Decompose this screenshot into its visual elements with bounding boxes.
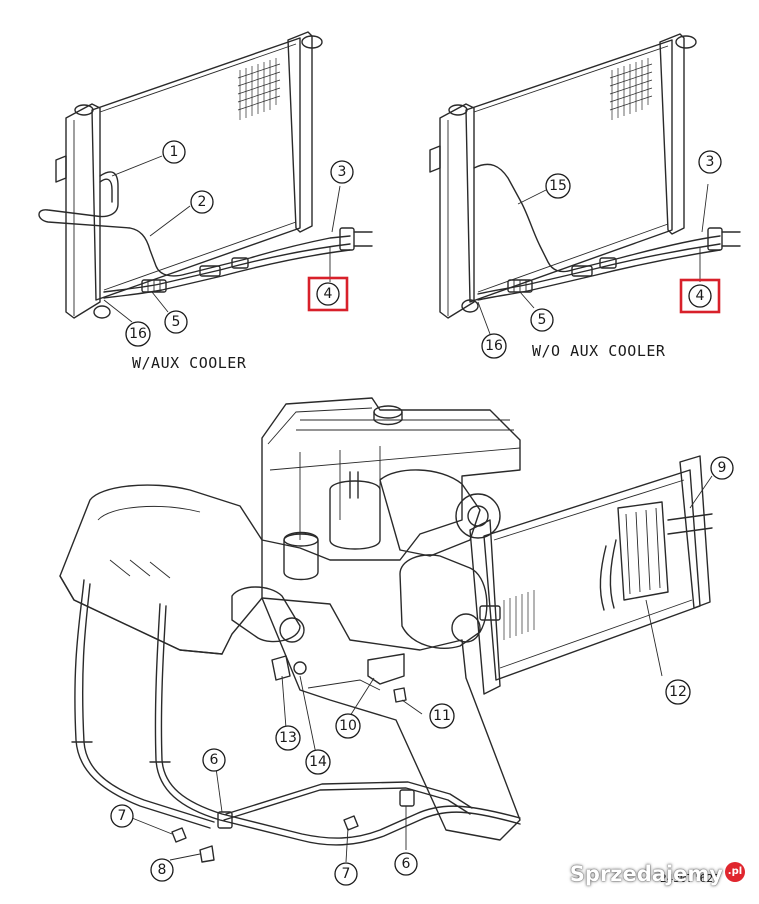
svg-text:1: 1	[170, 144, 179, 160]
svg-text:10: 10	[339, 718, 357, 734]
callout-bottom-10: 10	[335, 713, 361, 739]
svg-text:8: 8	[158, 862, 167, 878]
watermark-text: Sprzedajemy	[569, 862, 723, 886]
callout-top-left-5: 5	[164, 310, 188, 334]
radiator-with-aux-cooler	[38, 31, 373, 319]
svg-text:2: 2	[198, 194, 207, 210]
leaders-bottom	[131, 475, 713, 863]
svg-text:11: 11	[433, 708, 451, 724]
svg-text:3: 3	[706, 154, 715, 170]
svg-text:3: 3	[338, 164, 347, 180]
callout-top-left-16: 16	[125, 321, 151, 347]
callout-bottom-12: 12	[665, 679, 691, 705]
svg-text:5: 5	[538, 312, 547, 328]
svg-text:4: 4	[696, 288, 705, 304]
callout-top-left-2: 2	[190, 190, 214, 214]
svg-text:7: 7	[118, 808, 127, 824]
svg-text:6: 6	[402, 856, 411, 872]
radiator-oil-cooler-bottom	[469, 455, 713, 695]
svg-text:16: 16	[129, 326, 147, 342]
svg-text:14: 14	[309, 754, 327, 770]
callout-bottom-13: 13	[275, 725, 301, 751]
callout-bottom-6-right: 6	[394, 852, 418, 876]
caption-without-aux-cooler: W/O AUX COOLER	[532, 342, 666, 360]
callout-bottom-7-right: 7	[334, 862, 358, 886]
callout-top-left-1: 1	[162, 140, 186, 164]
svg-text:16: 16	[485, 338, 503, 354]
engine-transmission-assembly	[59, 397, 521, 863]
watermark-logo: Sprzedajemy.pl	[570, 862, 745, 886]
callout-top-right-5: 5	[530, 308, 554, 332]
callout-bottom-6-left: 6	[202, 748, 226, 772]
svg-text:4: 4	[324, 286, 333, 302]
callout-bottom-11: 11	[429, 703, 455, 729]
watermark-badge: .pl	[725, 862, 745, 882]
callout-top-right-15: 15	[545, 173, 571, 199]
svg-text:7: 7	[342, 866, 351, 882]
callout-top-right-4-highlighted: 4	[679, 278, 721, 314]
callout-bottom-7-left: 7	[110, 804, 134, 828]
svg-text:12: 12	[669, 684, 687, 700]
callout-top-left-4-highlighted: 4	[307, 276, 349, 312]
svg-text:15: 15	[549, 178, 567, 194]
leaders-top-left	[103, 155, 341, 323]
callout-top-left-3: 3	[330, 160, 354, 184]
radiator-without-aux-cooler	[429, 33, 741, 319]
leaders-top-right	[477, 183, 709, 335]
callout-top-right-16: 16	[481, 333, 507, 359]
callout-bottom-9: 9	[710, 456, 734, 480]
svg-text:5: 5	[172, 314, 181, 330]
callout-bottom-14: 14	[305, 749, 331, 775]
svg-text:13: 13	[279, 730, 297, 746]
caption-with-aux-cooler: W/AUX COOLER	[132, 354, 247, 372]
figure-code: 24307'620	[660, 872, 720, 885]
callout-top-right-3: 3	[698, 150, 722, 174]
svg-text:9: 9	[718, 460, 727, 476]
callout-bottom-8: 8	[150, 858, 174, 882]
svg-text:6: 6	[210, 752, 219, 768]
